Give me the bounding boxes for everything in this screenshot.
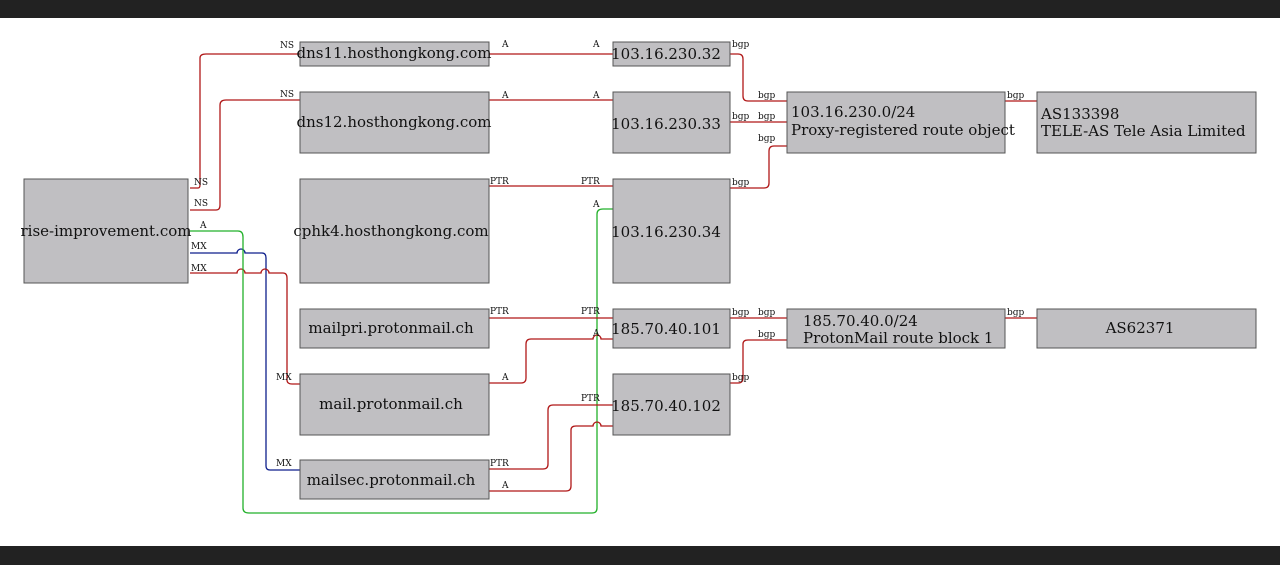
label-a-mailsec-src: A: [501, 481, 509, 491]
svg-text:185.70.40.101: 185.70.40.101: [611, 320, 721, 338]
edge-bgp-ip34: [730, 145, 787, 189]
node-ip-33[interactable]: 103.16.230.33: [611, 91, 731, 154]
svg-text:mail.protonmail.ch: mail.protonmail.ch: [319, 395, 463, 413]
node-ip-32[interactable]: 103.16.230.32: [611, 41, 731, 67]
label-bgp-net2-1: bgp: [758, 308, 776, 318]
node-mail[interactable]: mail.protonmail.ch: [299, 373, 490, 436]
label-ptr-mailsec-src: PTR: [490, 459, 509, 469]
edge-a-mailsec-ip102: [489, 421, 613, 492]
node-as62371[interactable]: AS62371: [1036, 308, 1257, 349]
label-a-ip101: A: [592, 329, 600, 339]
svg-text:185.70.40.0/24: 185.70.40.0/24: [803, 312, 918, 330]
top-bar: [0, 0, 1280, 18]
node-as133398[interactable]: AS133398 TELE-AS Tele Asia Limited: [1036, 91, 1257, 154]
svg-text:dns11.hosthongkong.com: dns11.hosthongkong.com: [297, 44, 492, 62]
label-ns-dns12: NS: [280, 90, 294, 100]
label-ptr-mailpri-src: PTR: [490, 307, 509, 317]
svg-text:AS133398: AS133398: [1040, 105, 1119, 123]
edge-labels: NS NS NS NS A MX MX MX MX A A A A PTR PT…: [191, 40, 1025, 491]
edge-ptr-mailsec: [489, 404, 613, 470]
label-a-rise: A: [199, 221, 207, 231]
svg-text:mailsec.protonmail.ch: mailsec.protonmail.ch: [307, 471, 476, 489]
edge-ns-dns11: [190, 53, 300, 189]
label-bgp-ip102: bgp: [732, 373, 750, 383]
label-bgp-net1-as: bgp: [1007, 91, 1025, 101]
label-bgp-ip101: bgp: [732, 308, 750, 318]
node-net2[interactable]: 185.70.40.0/24 ProtonMail route block 1: [786, 308, 1006, 349]
node-ip-34[interactable]: 103.16.230.34: [611, 178, 731, 284]
svg-text:103.16.230.34: 103.16.230.34: [611, 223, 721, 241]
edge-bgp-ip102: [730, 339, 787, 384]
node-ip-102[interactable]: 185.70.40.102: [611, 373, 731, 436]
label-a-ip34: A: [592, 200, 600, 210]
label-bgp-ip33: bgp: [732, 112, 750, 122]
svg-text:mailpri.protonmail.ch: mailpri.protonmail.ch: [308, 319, 474, 337]
label-a-dns12-dst: A: [592, 91, 600, 101]
label-ptr-cphk4-dst: PTR: [581, 177, 600, 187]
label-ptr-mailpri-dst: PTR: [581, 307, 600, 317]
label-a-dns11-src: A: [501, 40, 509, 50]
label-ns-rise-1: NS: [194, 178, 208, 188]
svg-text:TELE-AS Tele Asia Limited: TELE-AS Tele Asia Limited: [1041, 122, 1246, 140]
label-ptr-ip102: PTR: [581, 394, 600, 404]
edge-bgp-ip32: [730, 53, 787, 102]
edge-a-ip34: [190, 208, 613, 514]
label-mx-rise-2: MX: [191, 264, 207, 274]
label-a-dns11-dst: A: [592, 40, 600, 50]
label-mx-mailsec: MX: [276, 459, 292, 469]
label-ns-dns11: NS: [280, 41, 294, 51]
label-bgp-net2-2: bgp: [758, 330, 776, 340]
svg-text:103.16.230.33: 103.16.230.33: [611, 115, 721, 133]
node-mailsec[interactable]: mailsec.protonmail.ch: [299, 459, 490, 500]
label-ptr-cphk4-src: PTR: [490, 177, 509, 187]
label-bgp-net2-as: bgp: [1007, 308, 1025, 318]
edge-mx-mailsec: [190, 248, 300, 471]
svg-text:103.16.230.32: 103.16.230.32: [611, 45, 721, 63]
node-dns12[interactable]: dns12.hosthongkong.com: [297, 91, 492, 154]
edge-mx-mail: [190, 268, 300, 385]
label-a-dns12-src: A: [501, 91, 509, 101]
node-mailpri[interactable]: mailpri.protonmail.ch: [299, 308, 490, 349]
node-dns11[interactable]: dns11.hosthongkong.com: [297, 41, 492, 67]
node-rise-improvement[interactable]: rise-improvement.com: [21, 178, 192, 284]
svg-text:Proxy-registered route object: Proxy-registered route object: [791, 121, 1015, 139]
node-cphk4[interactable]: cphk4.hosthongkong.com: [293, 178, 490, 284]
edge-a-mail-ip101: [489, 334, 613, 384]
node-net1[interactable]: 103.16.230.0/24 Proxy-registered route o…: [786, 91, 1015, 154]
label-bgp-ip32: bgp: [732, 40, 750, 50]
label-a-mail-src: A: [501, 373, 509, 383]
label-bgp-net1-2: bgp: [758, 112, 776, 122]
label-ns-rise-2: NS: [194, 199, 208, 209]
edges: [190, 53, 1037, 514]
label-bgp-ip34: bgp: [732, 178, 750, 188]
bottom-bar: [0, 546, 1280, 565]
node-ip-101[interactable]: 185.70.40.101: [611, 308, 731, 349]
svg-text:dns12.hosthongkong.com: dns12.hosthongkong.com: [297, 113, 492, 131]
nodes: rise-improvement.com dns11.hosthongkong.…: [21, 41, 1257, 500]
svg-text:103.16.230.0/24: 103.16.230.0/24: [791, 103, 915, 121]
label-mx-mail: MX: [276, 373, 292, 383]
label-bgp-net1-3: bgp: [758, 134, 776, 144]
label-mx-rise-1: MX: [191, 242, 207, 252]
edge-ns-dns12: [190, 99, 300, 211]
svg-text:rise-improvement.com: rise-improvement.com: [21, 222, 192, 240]
label-bgp-net1-1: bgp: [758, 91, 776, 101]
svg-text:cphk4.hosthongkong.com: cphk4.hosthongkong.com: [293, 222, 488, 240]
svg-text:185.70.40.102: 185.70.40.102: [611, 397, 721, 415]
svg-text:AS62371: AS62371: [1105, 319, 1175, 337]
svg-text:ProtonMail route block 1: ProtonMail route block 1: [803, 329, 993, 347]
